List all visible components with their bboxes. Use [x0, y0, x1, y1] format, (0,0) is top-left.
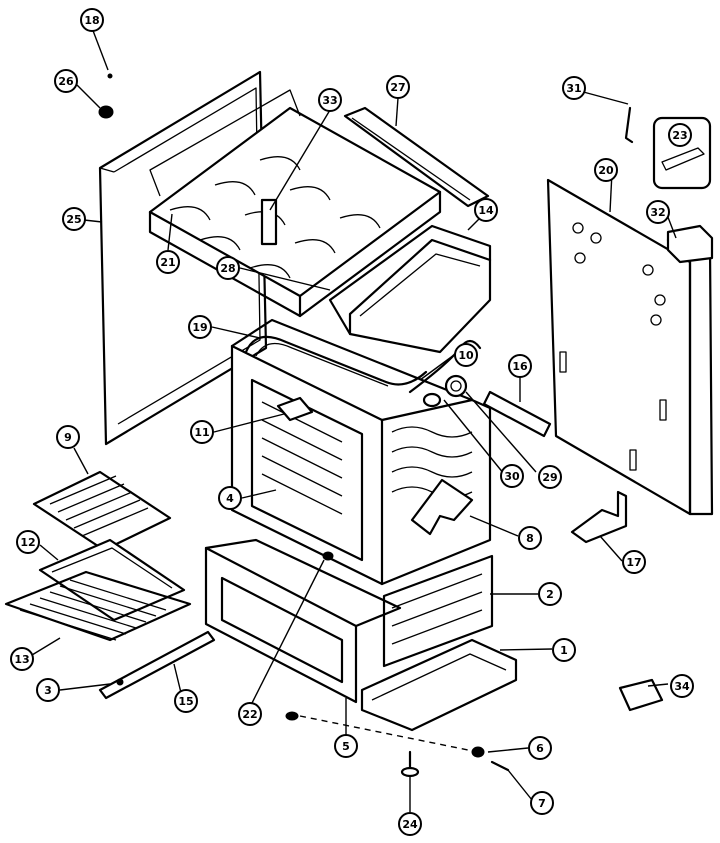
svg-text:14: 14: [478, 204, 494, 217]
burner-box-23: [652, 116, 712, 190]
svg-text:25: 25: [66, 213, 81, 226]
callout-14: 14: [474, 198, 498, 222]
callout-32: 32: [646, 200, 670, 224]
svg-text:21: 21: [160, 256, 175, 269]
callout-2: 2: [538, 582, 562, 606]
svg-text:3: 3: [44, 684, 52, 697]
svg-text:11: 11: [194, 426, 209, 439]
clip-26: [98, 105, 114, 119]
svg-text:6: 6: [536, 742, 544, 755]
callout-8: 8: [518, 526, 542, 550]
callout-11: 11: [190, 420, 214, 444]
callout-21: 21: [156, 250, 180, 274]
drawer-slide: [98, 630, 216, 700]
hinge-receiver: [570, 490, 628, 544]
callout-15: 15: [174, 689, 198, 713]
side-shield-right: [382, 554, 494, 668]
svg-text:33: 33: [322, 94, 337, 107]
svg-text:2: 2: [546, 588, 554, 601]
svg-text:9: 9: [64, 431, 72, 444]
callout-4: 4: [218, 486, 242, 510]
callout-16: 16: [508, 354, 532, 378]
svg-text:27: 27: [390, 81, 405, 94]
callouts: 18 26 25 21 33 27 28 19 14 10 11 4 30 29…: [10, 8, 694, 836]
callout-22: 22: [238, 702, 262, 726]
igniter-assembly: [422, 374, 468, 408]
base-frame: [360, 638, 518, 732]
callout-31: 31: [562, 76, 586, 100]
callout-29: 29: [538, 465, 562, 489]
broil-element: [244, 335, 428, 387]
oven-rack: [4, 570, 192, 642]
callout-19: 19: [188, 315, 212, 339]
callout-20: 20: [594, 158, 618, 182]
callout-23: 23: [668, 123, 692, 147]
shield: [482, 390, 552, 438]
svg-text:30: 30: [504, 470, 520, 483]
svg-text:15: 15: [178, 695, 193, 708]
callout-17: 17: [622, 550, 646, 574]
callout-6: 6: [528, 736, 552, 760]
svg-text:20: 20: [598, 164, 614, 177]
svg-text:12: 12: [20, 536, 35, 549]
screw-22: [322, 551, 334, 561]
svg-text:18: 18: [84, 14, 99, 27]
svg-text:22: 22: [242, 708, 257, 721]
svg-text:29: 29: [542, 471, 557, 484]
callout-26: 26: [54, 69, 78, 93]
callout-33: 33: [318, 88, 342, 112]
top-frame: [148, 89, 442, 318]
leveling-leg-24: [400, 750, 420, 778]
callout-1: 1: [552, 638, 576, 662]
terminal-block: [666, 224, 714, 264]
svg-text:23: 23: [672, 129, 687, 142]
svg-text:24: 24: [402, 818, 418, 831]
svg-text:17: 17: [626, 556, 641, 569]
callout-34: 34: [670, 674, 694, 698]
callout-5: 5: [334, 734, 358, 758]
leader-lines: [31, 27, 677, 812]
svg-text:28: 28: [220, 262, 235, 275]
flue-box: [328, 224, 492, 354]
callout-10: 10: [454, 343, 478, 367]
callout-28: 28: [216, 256, 240, 280]
callout-13: 13: [10, 647, 34, 671]
broil-pan-insert: [32, 470, 172, 552]
oven-front-frame: [230, 318, 492, 586]
callout-25: 25: [62, 207, 86, 231]
burner-bracket: [410, 478, 474, 536]
callout-9: 9: [56, 425, 80, 449]
callout-7: 7: [530, 791, 554, 815]
svg-text:5: 5: [342, 740, 350, 753]
cavity-bracket: [276, 396, 314, 422]
svg-text:4: 4: [226, 492, 234, 505]
callout-24: 24: [398, 812, 422, 836]
svg-text:10: 10: [458, 349, 474, 362]
svg-text:34: 34: [674, 680, 690, 693]
svg-text:32: 32: [650, 206, 665, 219]
callout-27: 27: [386, 75, 410, 99]
wire-31: [624, 106, 634, 144]
screw-left: [285, 711, 299, 721]
svg-text:13: 13: [14, 653, 29, 666]
svg-text:8: 8: [526, 532, 534, 545]
callout-12: 12: [16, 530, 40, 554]
svg-text:19: 19: [192, 321, 207, 334]
callout-3: 3: [36, 678, 60, 702]
svg-text:31: 31: [566, 82, 581, 95]
svg-text:1: 1: [560, 644, 568, 657]
svg-text:16: 16: [512, 360, 528, 373]
screw-7: [490, 760, 510, 772]
callout-30: 30: [500, 464, 524, 488]
control-34: [618, 678, 664, 712]
svg-text:7: 7: [538, 797, 546, 810]
back-trim: [343, 106, 490, 208]
kick-plate: [204, 538, 402, 704]
svg-text:26: 26: [58, 75, 74, 88]
hardware: [98, 73, 712, 778]
screw-18: [107, 73, 113, 79]
callout-18: 18: [80, 8, 104, 32]
